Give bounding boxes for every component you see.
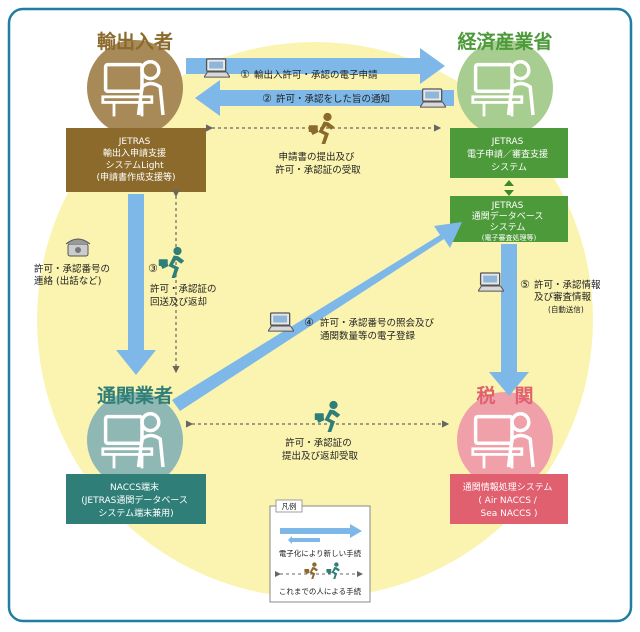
computer-icon [268, 312, 294, 332]
flow-arrow-2 [195, 80, 454, 116]
jetras-meti-box [450, 128, 568, 178]
flow-arrow-4 [172, 222, 462, 411]
flow-5-label: 及び審査情報 [534, 291, 592, 303]
flow-2-label: 許可・承認をした旨の通知 [276, 93, 390, 105]
customs-node [457, 392, 553, 488]
flow-arrow-1 [186, 48, 445, 84]
jetras-light-line: (申請書作成支援等) [96, 171, 175, 183]
meti-title: 経済産業省 [457, 30, 552, 53]
legend-title: 凡例 [282, 501, 297, 511]
jetras-db-line: システム [490, 222, 526, 233]
jetras-light-box [66, 128, 206, 192]
naccs-line: NACCS端末 [110, 481, 159, 493]
bidirectional-arrow [504, 180, 514, 196]
manual-top-label: 申請書の提出及び [278, 151, 355, 163]
legend-electronic-label: 電子化により新しい手続 [279, 548, 362, 558]
jetras-meti-line: 電子申請／審査支援 [467, 148, 548, 160]
flow-4-label: 許可・承認番号の照会及び [320, 317, 435, 329]
svg-text:許可・承認番号の 連絡 (出話など): 許可・承認番号の 連絡 (出話など) [34, 263, 113, 287]
jetras-db-line: 通関データベース [472, 210, 544, 222]
jetras-db-line: JETRAS [491, 201, 524, 211]
svg-text:申請書の提出及び 許可・承認証の受取: 申請書の提出及び 許可・承認証の受取 [275, 151, 361, 176]
flow-2-number: ② [262, 92, 272, 105]
telephone-icon [65, 238, 91, 257]
flow-3-label: 許可・承認番号の [34, 263, 110, 275]
svg-text:JETRAS 電子申請／審査支援 システム: JETRAS 電子申請／審査支援 システム [467, 137, 551, 173]
jetras-light-line: JETRAS [118, 137, 151, 147]
jetras-meti-line: システム [491, 162, 527, 173]
flow-5-number: ⑤ [520, 278, 530, 291]
svg-text:通関情報処理システム ( Air NACCS /: 通関情報処理システム ( Air NACCS / Sea NACCS ) [463, 481, 556, 519]
naccs-terminal-box [66, 474, 206, 524]
svg-text:NACCS端末 (JETRAS通関データベース: NACCS端末 (JETRAS通関データベース システム端末兼用) [81, 481, 191, 519]
flow-4-label: 通関数量等の電子登録 [320, 330, 416, 342]
importer-title: 輸出入者 [97, 30, 173, 53]
flow-3-number: ③ [148, 262, 158, 275]
legend-electronic-arrow [280, 524, 362, 538]
customs-sys-line: 通関情報処理システム [463, 481, 553, 493]
jetras-light-line: 輸出入申請支援 [103, 147, 166, 159]
legend-manual-label: これまでの人による手続 [279, 586, 362, 596]
manual-left-label: 許可・承認証の [150, 283, 217, 295]
jetras-db-box [450, 196, 568, 242]
naccs-line: システム端末兼用) [98, 507, 173, 519]
manual-bottom-label: 提出及び返却受取 [282, 450, 359, 462]
flow-4-number: ④ [304, 316, 314, 329]
svg-text:許可・承認番号の照会及び 通関数量等の電子登録: 許可・承認番号の照会及び 通関数量等の電子登録 [320, 317, 437, 342]
flow-1-number: ① [240, 68, 250, 81]
importer-node [87, 40, 183, 136]
meti-node [457, 40, 553, 136]
customs-sys-line: Sea NACCS ) [480, 509, 537, 519]
jetras-light-line: システムLight [105, 160, 164, 171]
broker-node [87, 392, 183, 488]
customs-sys-line: ( Air NACCS / [478, 496, 537, 506]
legend: 凡例 電子化により新しい手続 これまでの人による手続 [269, 499, 371, 603]
customs-title: 税 関 [476, 384, 533, 407]
flow-arrow-3 [116, 194, 156, 375]
flow-5-sub: (自動送信) [548, 304, 584, 314]
svg-text:許可・承認情報 及び審査情報: 許可・承認情報 及び審査情報 [534, 279, 604, 303]
svg-text:JETRAS 通関データベース システム: JETRAS 通関データベース システム (電子審査処理等) [472, 201, 546, 242]
jetras-db-line: (電子審査処理等) [482, 233, 537, 242]
svg-text:許可・承認証の 提出及び返却受取: 許可・承認証の 提出及び返却受取 [282, 437, 359, 462]
flow-3-label: 連絡 (出話など) [34, 275, 101, 287]
svg-text:許可・承認証の 回送及び返却: 許可・承認証の 回送及び返却 [150, 283, 220, 308]
naccs-line: (JETRAS通関データベース [81, 494, 188, 506]
manual-left-label: 回送及び返却 [150, 296, 207, 308]
flow-arrow-5 [489, 244, 529, 396]
flow-1-label: 輸出入許可・承認の電子申請 [254, 69, 378, 81]
flow-5-label: 許可・承認情報 [534, 279, 601, 291]
computer-icon [420, 88, 446, 108]
svg-text:JETRAS 輸出入申請支援 システムLig: JETRAS 輸出入申請支援 システムLight (申請書作成支援等) [96, 137, 175, 183]
broker-title: 通関業者 [97, 384, 173, 407]
manual-bottom-label: 許可・承認証の [285, 437, 352, 449]
computer-icon [204, 58, 230, 78]
manual-top-label: 許可・承認証の受取 [275, 164, 361, 176]
customs-system-box [450, 474, 568, 524]
computer-icon [478, 272, 504, 292]
jetras-meti-line: JETRAS [491, 137, 524, 147]
